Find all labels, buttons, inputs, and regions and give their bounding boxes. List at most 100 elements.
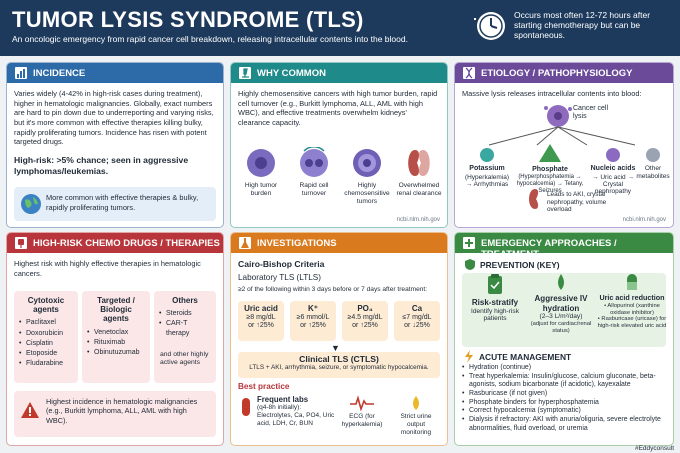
drugs-title: HIGH-RISK CHEMO DRUGS / THERAPIES (33, 238, 220, 249)
author-handle: #Eddyconsult (634, 445, 674, 452)
uric-acid-reduction-item: Uric acid reduction • Allopurinol (xanth… (596, 273, 668, 330)
acute-item: Hydration (continue) (462, 364, 666, 373)
incidence-title: INCIDENCE (33, 68, 86, 79)
ctls-box: Clinical TLS (CTLS) LTLS + AKI, arrhythm… (238, 352, 440, 378)
why-common-source: ncbi.nlm.nih.gov (396, 217, 440, 223)
investigations-panel: INVESTIGATIONS Cairo-Bishop Criteria Lab… (230, 232, 448, 446)
drug-item: Cisplatin (19, 339, 73, 349)
urine-output-item: Strict urine output monitoring (400, 413, 432, 436)
arrow-down-icon: ▼ (331, 343, 340, 353)
chemosensitive-item: Highly chemosensitive tumors (341, 147, 393, 206)
acute-list: Hydration (continue) Treat hyperkalemia:… (462, 364, 666, 434)
target-icon (353, 149, 381, 177)
lab-phosphate: PO₄ ≥4.5 mg/dL or ↑25% (342, 301, 388, 341)
why-common-text: Highly chemosensitive cancers with high … (238, 89, 438, 127)
acute-item: Correct hypocalcemia (symptomatic) (462, 407, 666, 416)
potassium-item: Potassium (Hyperkalemia) → Arrhythmias (461, 147, 513, 188)
acute-title: ACUTE MANAGEMENT (479, 352, 572, 362)
etiology-intro: Massive lysis releases intracellular con… (462, 89, 642, 98)
tumor-cell-icon (247, 149, 275, 177)
etiology-source: ncbi.nlm.nih.gov (622, 217, 666, 223)
acute-item: Dialysis if refractory: AKI with anuria/… (462, 416, 666, 433)
etiology-result: Leads to AKI, crystal nephropathy, volum… (547, 191, 607, 214)
test-tube-icon (242, 398, 250, 416)
kidney-icon (529, 189, 539, 209)
drug-item: Obinutuzumab (87, 348, 145, 358)
timing-note: Occurs most often 12-72 hours after star… (514, 10, 651, 41)
emergency-panel: EMERGENCY APPROACHES / TREATMENT PREVENT… (454, 232, 674, 446)
page-title: TUMOR LYSIS SYNDROME (TLS) (12, 7, 364, 32)
investigations-title: INVESTIGATIONS (257, 238, 337, 249)
etiology-header: ETIOLOGY / PATHOPHYSIOLOGY (455, 63, 673, 83)
drugs-warning-box: Highest incidence in hematologic maligna… (14, 391, 216, 437)
drugs-intro: Highest risk with highly effective thera… (14, 259, 201, 278)
microscope-icon (239, 67, 251, 79)
cancer-cell-icon (544, 105, 572, 127)
drug-item: Etoposide (19, 349, 73, 359)
incidence-header: INCIDENCE (7, 63, 223, 83)
lab-calcium: Ca ≤7 mg/dL or ↓25% (394, 301, 440, 341)
drug-item: Fludarabine (19, 359, 73, 369)
phosphate-icon (539, 144, 561, 162)
incidence-panel: INCIDENCE Varies widely (4-42% in high-r… (6, 62, 224, 228)
drug-item: Doxorubicin (19, 329, 73, 339)
medical-cross-icon (463, 237, 475, 249)
lab-potassium: K⁺ ≥6 mmol/L or ↑25% (290, 301, 336, 341)
etiology-title: ETIOLOGY / PATHOPHYSIOLOGY (481, 68, 633, 79)
frequent-labs: Frequent labs (q4-8h initially): Electro… (257, 395, 335, 427)
dna-icon (463, 67, 475, 79)
release-arrows (488, 126, 636, 146)
kidney-icon (408, 150, 430, 176)
why-common-header: WHY COMMON (231, 63, 447, 83)
incidence-note-box: More common with effective therapies & b… (14, 187, 216, 221)
other-metabolites-item: Other metabolites (635, 147, 671, 180)
flask-icon (239, 237, 251, 249)
others-group: Others Steroids CAR-T therapy and other … (154, 291, 216, 383)
globe-icon (21, 194, 41, 214)
ctls-title: Clinical TLS (CTLS) (299, 354, 379, 364)
ecg-item: ECG (for hyperkalemia) (341, 413, 383, 428)
drug-item: Paclitaxel (19, 318, 73, 328)
lab-uric-acid: Uric acid ≥8 mg/dL or ↑25% (238, 301, 284, 341)
dividing-cell-icon (300, 147, 328, 177)
clock-icon (474, 12, 505, 40)
cancer-cell-label: Cancer cell lysis (573, 105, 609, 121)
water-drop-icon (558, 274, 564, 290)
best-practice-title: Best practice (238, 382, 290, 391)
header-banner: TUMOR LYSIS SYNDROME (TLS) An oncologic … (0, 0, 680, 56)
drugs-panel: HIGH-RISK CHEMO DRUGS / THERAPIES Highes… (6, 232, 224, 446)
nucleic-acids-item: Nucleic acids → Uric acid → Crystal neph… (587, 147, 639, 196)
prevention-title: PREVENTION (KEY) (480, 260, 560, 270)
iv-bag-icon (15, 237, 27, 249)
iv-hydration-item: Aggressive IV hydration (2–3 L/m²/day) (… (528, 273, 594, 335)
ltls-title: Laboratory TLS (LTLS) (238, 273, 321, 282)
why-common-icons: High tumor burden Rapid cell turnover Hi… (235, 147, 443, 217)
page-subtitle: An oncologic emergency from rapid cancer… (12, 34, 408, 44)
cell-turnover-item: Rapid cell turnover (288, 147, 340, 198)
criteria-title: Cairo-Bishop Criteria (238, 259, 325, 269)
ltls-desc: ≥2 of the following within 3 days before… (238, 286, 428, 293)
acute-list-wrap: Hydration (continue) Treat hyperkalemia:… (462, 364, 666, 434)
urine-drop-icon (413, 396, 419, 410)
renal-clearance-item: Overwhelmed renal clearance (393, 147, 445, 198)
warning-icon (21, 402, 39, 418)
acute-item: Rasburicase (if not given) (462, 390, 666, 399)
cytotoxic-group: Cytotoxic agents Paclitaxel Doxorubicin … (14, 291, 78, 383)
lightning-icon (465, 350, 473, 363)
incidence-highlight: High-risk: >5% chance; seen in aggressiv… (14, 155, 189, 176)
drug-item: CAR-T therapy (159, 319, 211, 339)
prevention-box: Risk-stratify Identify high-risk patient… (462, 273, 666, 347)
acute-item: Phosphate binders for hyperphosphatemia (462, 399, 666, 408)
clipboard-icon (488, 274, 502, 294)
acute-item: Treat hyperkalemia: Insulin/glucose, cal… (462, 373, 666, 390)
shield-icon (465, 259, 475, 270)
metabolite-icon (646, 148, 660, 162)
targeted-group: Targeted / Biologic agents Venetoclax Ri… (82, 291, 150, 383)
ctls-desc: LTLS + AKI, arrhythmia, seizure, or symp… (249, 364, 429, 371)
pill-icon (627, 274, 637, 290)
risk-stratify-item: Risk-stratify Identify high-risk patient… (464, 273, 526, 323)
incidence-note: More common with effective therapies & b… (46, 193, 199, 212)
why-common-panel: WHY COMMON Highly chemosensitive cancers… (230, 62, 448, 228)
drug-item: Steroids (159, 309, 211, 319)
tumor-burden-item: High tumor burden (235, 147, 287, 198)
